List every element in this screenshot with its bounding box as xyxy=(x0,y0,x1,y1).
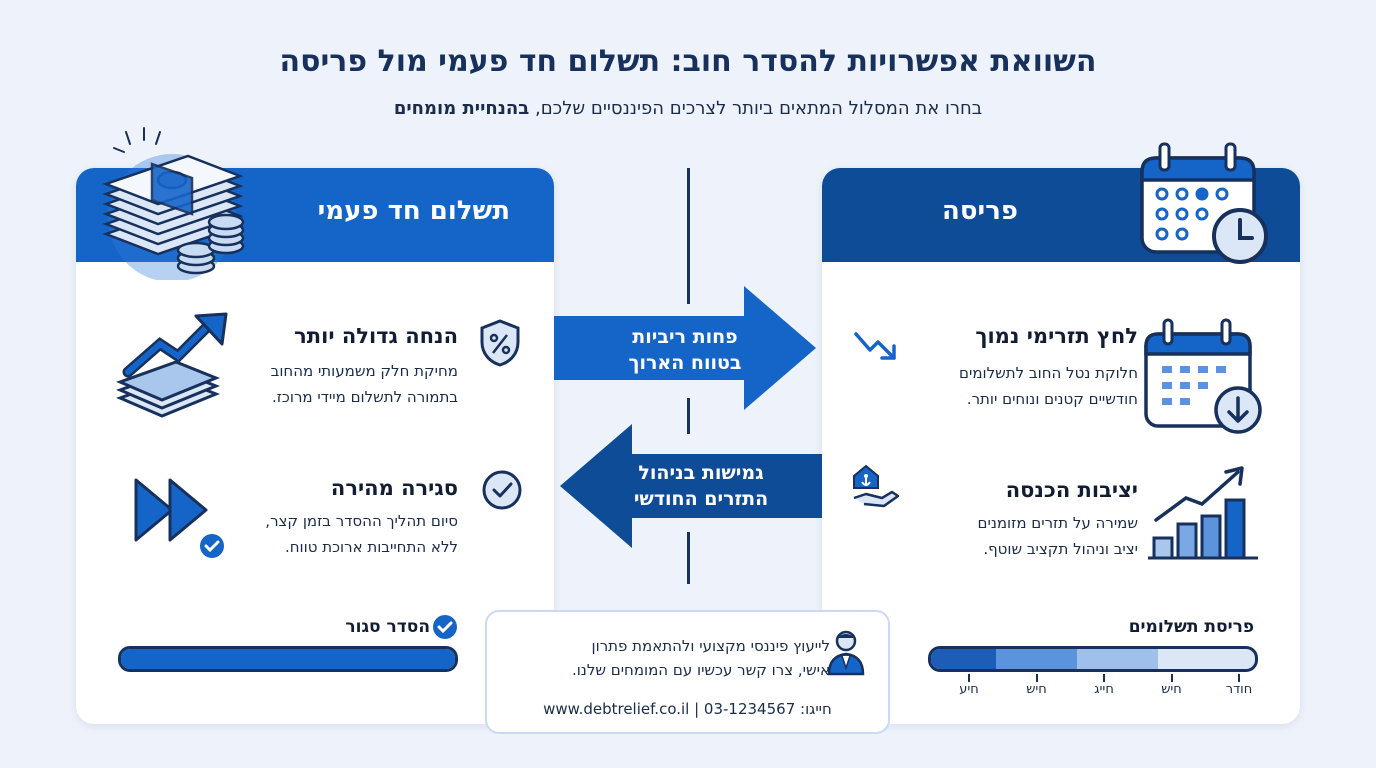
bar-chart-up-icon xyxy=(1148,466,1258,560)
fast-forward-icon xyxy=(134,478,224,558)
installments-card: פריסה לחץ תזרימי נמוך חלוקת נטל החוב לתש… xyxy=(822,168,1300,724)
trend-down-icon xyxy=(854,332,896,360)
settlement-closed-label: הסדר סגור xyxy=(345,617,430,637)
settlement-progress-fill xyxy=(121,649,455,669)
less-interest-line1: פחות ריביות xyxy=(632,326,738,348)
low-cashflow-pressure-title: לחץ תזרימי נמוך xyxy=(975,324,1138,348)
bigger-discount-line2: בתמורה לתשלום מיידי מרוכז. xyxy=(271,388,458,406)
low-cashflow-pressure-line1: חלוקת נטל החוב לתשלומים xyxy=(959,364,1138,382)
page-subtitle: בחרו את המסלול המתאים ביותר לצרכים הפיננ… xyxy=(0,98,1376,119)
installment-tick-mark xyxy=(1035,674,1038,682)
bigger-discount-text: מחיקת חלק משמעותי מהחוב בתמורה לתשלום מי… xyxy=(271,358,458,410)
income-stability-line1: שמירה על תזרים מזומנים xyxy=(977,514,1138,532)
bigger-discount-line1: מחיקת חלק משמעותי מהחוב xyxy=(270,362,458,380)
check-badge-icon xyxy=(433,615,457,639)
contact-line1: לייעוץ פיננסי מקצועי ולהתאמת פתרון xyxy=(591,637,830,655)
installment-tick-mark xyxy=(1238,674,1240,682)
installment-segment xyxy=(995,649,1077,669)
less-interest-line2: בטווח הארוך xyxy=(628,352,742,374)
low-cashflow-pressure-text: חלוקת נטל החוב לתשלומים חודשיים קטנים ונ… xyxy=(959,360,1138,412)
shield-percent-icon xyxy=(480,319,520,367)
subtitle-bold: בהנחיית מומחים xyxy=(393,98,530,119)
center-divider-middle xyxy=(687,398,690,434)
installment-tick-mark xyxy=(1103,674,1105,682)
income-stability-text: שמירה על תזרים מזומנים יציב וניהול תקציב… xyxy=(978,510,1138,562)
lump-sum-card: תשלום חד פעמי הנחה גדולה יותר מחיקת חלק … xyxy=(76,168,554,724)
hand-house-anchor-icon xyxy=(853,464,900,508)
installment-segment xyxy=(1076,649,1158,669)
installment-tick-label: חיש xyxy=(1161,682,1182,697)
installments-title: פריסה xyxy=(942,196,1018,226)
flexibility-label: גמישות בניהול התזרים החודשי xyxy=(596,460,806,512)
installment-tick-label: חייג xyxy=(1094,682,1114,697)
settlement-progress-bar xyxy=(118,646,458,672)
subtitle-text: בחרו את המסלול המתאים ביותר לצרכים הפיננ… xyxy=(535,98,983,119)
bigger-discount-title: הנחה גדולה יותר xyxy=(294,324,458,348)
flexibility-line1: גמישות בניהול xyxy=(638,462,764,484)
page-title: השוואת אפשרויות להסדר חוב: תשלום חד פעמי… xyxy=(279,44,1097,79)
money-stack-icon xyxy=(102,127,245,280)
installment-segment xyxy=(931,649,996,669)
contact-footer[interactable]: www.debtrelief.co.il | 03-1234567 :חייגו xyxy=(543,700,832,718)
income-stability-line2: יציב וניהול תקציב שוטף. xyxy=(983,540,1138,558)
calendar-download-icon xyxy=(1144,318,1262,434)
contact-text: לייעוץ פיננסי מקצועי ולהתאמת פתרון אישי,… xyxy=(530,634,830,682)
check-circle-icon xyxy=(482,470,522,510)
income-stability-title: יציבות הכנסה xyxy=(1005,478,1138,502)
lump-sum-title: תשלום חד פעמי xyxy=(317,196,510,226)
installment-tick-label: חודר xyxy=(1225,682,1253,697)
installment-progress-bar xyxy=(928,646,1258,672)
less-interest-arrow xyxy=(554,286,816,410)
installment-tick-mark xyxy=(968,674,970,682)
installment-plan-label: פריסת תשלומים xyxy=(1128,617,1254,637)
low-cashflow-pressure-line2: חודשיים קטנים ונוחים יותר. xyxy=(966,390,1138,408)
fast-closing-title: סגירה מהירה xyxy=(330,476,458,500)
installment-tick-label: חיש xyxy=(1026,682,1047,697)
flexibility-line2: התזרים החודשי xyxy=(633,488,769,510)
contact-box: לייעוץ פיננסי מקצועי ולהתאמת פתרון אישי,… xyxy=(485,610,890,734)
contact-line2: אישי, צרו קשר עכשיו עם המומחים שלנו. xyxy=(571,661,830,679)
center-divider-top xyxy=(687,168,690,304)
installment-tick-mark xyxy=(1170,674,1173,682)
flexibility-arrow xyxy=(560,424,822,548)
fast-closing-line1: סיום תהליך ההסדר בזמן קצר, xyxy=(265,512,458,530)
fast-closing-text: סיום תהליך ההסדר בזמן קצר, ללא התחייבות … xyxy=(265,508,458,560)
calendar-clock-icon xyxy=(1140,142,1268,264)
advisor-icon xyxy=(827,630,865,676)
money-growth-icon xyxy=(116,312,228,418)
installment-tick-label: חיע xyxy=(959,682,979,697)
fast-closing-line2: ללא התחייבות ארוכת טווח. xyxy=(284,538,458,556)
center-divider-bottom xyxy=(687,532,690,584)
less-interest-label: פחות ריביות בטווח הארוך xyxy=(580,324,790,376)
